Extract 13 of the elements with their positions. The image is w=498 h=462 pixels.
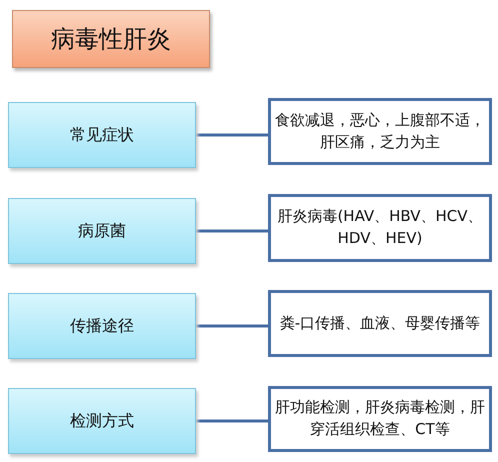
title-box: 病毒性肝炎 xyxy=(12,10,210,68)
connector-line xyxy=(196,134,268,136)
connector-line xyxy=(196,230,268,232)
connector-line xyxy=(196,420,268,422)
connector-line xyxy=(196,324,268,328)
description-box: 肝功能检测，肝炎病毒检测，肝穿活组织检查、CT等 xyxy=(268,386,492,452)
description-box: 肝炎病毒(HAV、HBV、HCV、HDV、HEV) xyxy=(268,194,492,262)
description-box: 粪-口传播、血液、母婴传播等 xyxy=(268,290,492,357)
category-box: 常见症状 xyxy=(8,102,196,168)
category-box: 检测方式 xyxy=(8,388,196,454)
category-box: 病原菌 xyxy=(8,198,196,264)
description-box: 食欲减退，恶心，上腹部不适，肝区痛，乏力为主 xyxy=(268,98,492,165)
category-box: 传播途径 xyxy=(8,293,196,359)
